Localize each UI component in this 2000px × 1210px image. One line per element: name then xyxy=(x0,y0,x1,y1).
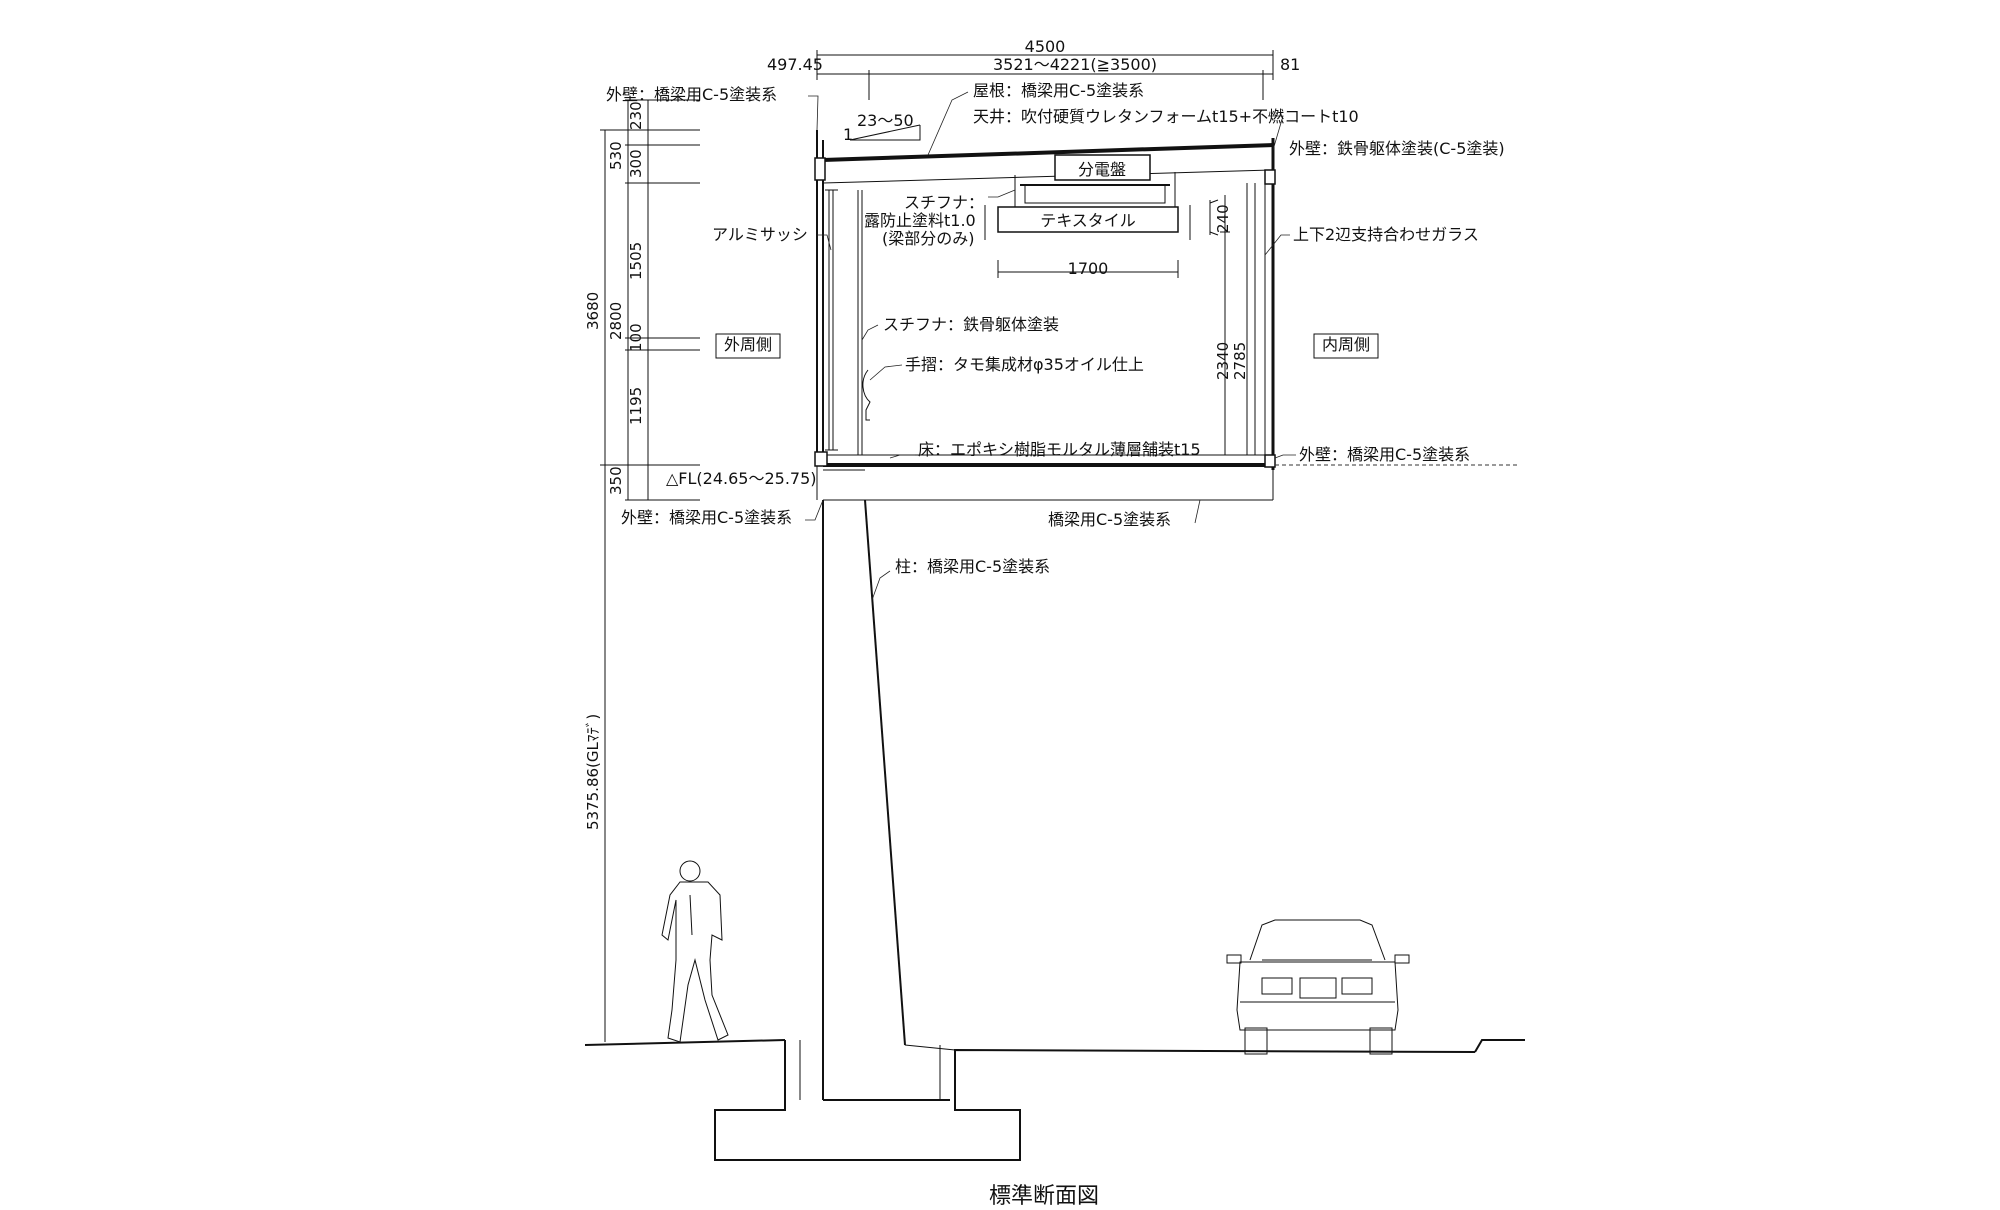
dim-530: 530 xyxy=(607,141,625,170)
label-bottom-face: 橋梁用C-5塗装系 xyxy=(1048,510,1171,529)
label-anti-dew-2: (梁部分のみ) xyxy=(882,229,975,248)
slope-rise: 1 xyxy=(843,125,853,144)
label-fl-level: △FL(24.65～25.75) xyxy=(666,469,817,488)
label-glass: 上下2辺支持合わせガラス xyxy=(1293,225,1479,244)
label-floor: 床：エポキシ樹脂モルタル薄層舗装t15 xyxy=(918,440,1201,459)
car-figure xyxy=(1226,919,1410,1055)
dim-100: 100 xyxy=(627,323,645,352)
dim-5375: 5375.86(GLﾏﾃﾞ) xyxy=(584,714,602,830)
person-figure xyxy=(661,860,729,1043)
dim-350: 350 xyxy=(607,466,625,495)
dim-1195: 1195 xyxy=(627,387,645,425)
label-outer-side: 外周側 xyxy=(724,335,772,354)
leader-lines xyxy=(805,91,1296,601)
label-inner-side: 内周側 xyxy=(1322,335,1370,354)
roof-slope-symbol xyxy=(849,124,921,141)
label-roof: 屋根：橋梁用C-5塗装系 xyxy=(973,81,1144,100)
dim-2785: 2785 xyxy=(1231,342,1249,380)
label-ext-wall-right-top: 外壁：鉄骨躯体塗装(C-5塗装) xyxy=(1289,139,1505,158)
label-ext-wall-top: 外壁：橋梁用C-5塗装系 xyxy=(606,85,777,104)
label-stiffener-1: スチフナ： xyxy=(904,193,984,212)
ground-and-foundation xyxy=(584,1039,1525,1161)
dim-3680: 3680 xyxy=(584,292,602,330)
label-ext-wall-right-bottom: 外壁：橋梁用C-5塗装系 xyxy=(1299,445,1470,464)
label-panel: 分電盤 xyxy=(1078,160,1126,179)
label-ext-wall-left-bottom: 外壁：橋梁用C-5塗装系 xyxy=(621,508,792,527)
dim-left-offset: 497.45 xyxy=(767,55,823,74)
label-anti-dew-1: 露防止塗料t1.0 xyxy=(864,211,976,230)
dim-1505: 1505 xyxy=(627,242,645,280)
label-handrail: 手摺：タモ集成材φ35オイル仕上 xyxy=(905,355,1144,374)
label-ceiling: 天井：吹付硬質ウレタンフォームt15+不燃コートt10 xyxy=(973,107,1359,126)
box-structure xyxy=(814,130,1520,501)
dim-300: 300 xyxy=(627,149,645,178)
column xyxy=(822,469,950,1101)
label-1700: 1700 xyxy=(1068,259,1109,278)
dim-240: 240 xyxy=(1214,204,1232,233)
dim-230: 230 xyxy=(627,101,645,130)
slope-run: 23～50 xyxy=(857,111,914,130)
label-column: 柱：橋梁用C-5塗装系 xyxy=(895,557,1050,576)
dim-2800: 2800 xyxy=(607,302,625,340)
top-dimension-lines xyxy=(816,50,1274,100)
dim-2340: 2340 xyxy=(1214,342,1232,380)
dim-span: 3521～4221(≧3500) xyxy=(993,55,1157,74)
label-textile: テキスタイル xyxy=(1040,211,1136,230)
dim-total-width: 4500 xyxy=(1025,37,1066,56)
label-sash: アルミサッシ xyxy=(712,225,808,244)
drawing-title: 標準断面図 xyxy=(989,1184,1099,1209)
dim-right-offset: 81 xyxy=(1280,55,1300,74)
left-dimension-lines xyxy=(600,99,700,1042)
label-stiffener-2: スチフナ：鉄骨躯体塗装 xyxy=(883,315,1059,334)
